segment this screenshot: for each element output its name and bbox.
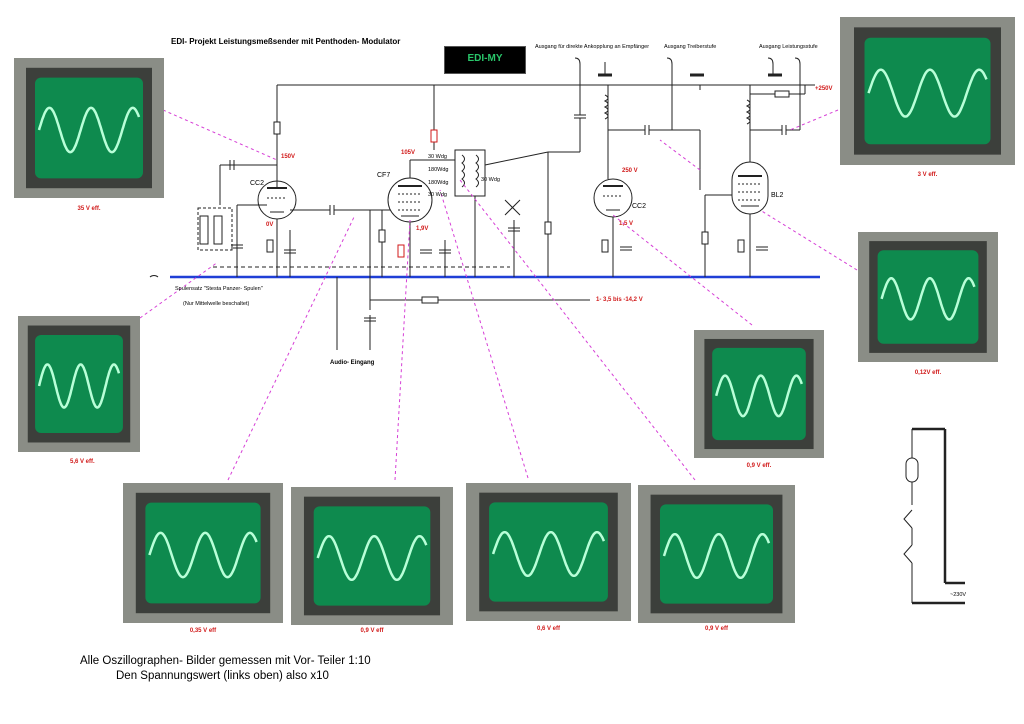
scope-trace bbox=[880, 277, 976, 321]
scope-screen bbox=[659, 504, 774, 604]
scope-trace bbox=[37, 363, 121, 409]
supply-rail bbox=[273, 84, 815, 170]
scope-caption-9: 3 V eff. bbox=[917, 172, 938, 178]
label-winding-1: 30 Wdg bbox=[428, 154, 447, 160]
scope-photo-2 bbox=[18, 316, 140, 452]
label-cf7: CF7 bbox=[377, 172, 391, 179]
scope-photo-7 bbox=[694, 330, 824, 458]
label-bl2: BL2 bbox=[771, 192, 784, 199]
scope-screen bbox=[864, 37, 991, 145]
scope-screen bbox=[489, 502, 608, 602]
scope-screen bbox=[712, 347, 806, 441]
label-winding-5: 30 Wdg bbox=[481, 177, 500, 183]
scope-trace bbox=[867, 68, 988, 118]
edi-my-logo: EDI-MY bbox=[444, 46, 526, 74]
label-cc2-driver: CC2 bbox=[632, 203, 647, 210]
scope-photo-1 bbox=[14, 58, 164, 198]
scope-photo-5 bbox=[466, 483, 631, 621]
scope-trace bbox=[148, 531, 258, 579]
label-1-5v: 1,5 V bbox=[619, 221, 634, 227]
scope-caption-6: 0,9 V eff bbox=[704, 626, 728, 632]
label-105v: 105V bbox=[401, 150, 416, 156]
tube-cc2-driver bbox=[574, 94, 701, 277]
scope-photo-3 bbox=[123, 483, 283, 623]
scope-screen bbox=[35, 77, 143, 179]
scope-trace bbox=[316, 534, 428, 582]
scope-photo-9 bbox=[840, 17, 1015, 165]
scope-screen bbox=[877, 250, 979, 344]
label-bias-voltage: 1- 3,5 bis -14,2 V bbox=[596, 297, 643, 303]
probe-lines bbox=[139, 109, 858, 481]
scope-photo-8 bbox=[858, 232, 998, 362]
mains-section bbox=[903, 427, 965, 605]
label-150v: 150V bbox=[281, 154, 296, 160]
scope-screen bbox=[35, 335, 123, 433]
scope-caption-5: 0,6 V eff bbox=[536, 626, 560, 632]
scope-caption-1: 35 V eff. bbox=[77, 206, 101, 212]
scope-trace bbox=[37, 106, 141, 154]
label-supply-voltage: +250V bbox=[815, 86, 833, 92]
label-cc2-oscillator: CC2 bbox=[250, 180, 265, 187]
label-1-9v: 1,9V bbox=[416, 226, 429, 232]
output-jacks bbox=[574, 57, 801, 130]
label-winding-2: 180Wdg bbox=[428, 167, 449, 173]
label-0v: 0V bbox=[266, 222, 274, 228]
label-audio-input: Audio- Eingang bbox=[330, 360, 375, 366]
scope-screen bbox=[313, 506, 431, 606]
diagram-title: EDI- Projekt Leistungsmeßsender mit Pent… bbox=[171, 37, 401, 46]
tube-cc2-oscillator bbox=[197, 160, 510, 277]
note-line-1: Alle Oszillographen- Bilder gemessen mit… bbox=[80, 655, 371, 667]
scope-caption-3: 0,35 V eff bbox=[189, 628, 217, 634]
label-ausgang-leistung: Ausgang Leistungsstufe bbox=[759, 44, 818, 50]
scope-trace bbox=[491, 530, 606, 578]
scope-caption-8: 0,12V eff. bbox=[914, 370, 942, 376]
scope-trace bbox=[714, 374, 803, 418]
tube-bl2-power bbox=[701, 99, 800, 277]
scope-screen bbox=[145, 502, 261, 604]
note-line-2: Den Spannungswert (links oben) also x10 bbox=[116, 670, 329, 682]
label-spulensatz: Spulensatz "Stesta Panzer- Spulen" bbox=[175, 286, 263, 292]
bias-network bbox=[149, 275, 590, 350]
label-winding-3: 180Wdg bbox=[428, 180, 449, 186]
scope-caption-4: 0,9 V eff bbox=[360, 628, 384, 634]
scope-photo-6 bbox=[638, 485, 795, 623]
scope-trace bbox=[662, 532, 771, 580]
label-ausgang-direkt: Ausgang für direkte Ankopplung an Empfän… bbox=[535, 44, 650, 50]
logo-text: EDI-MY bbox=[467, 53, 503, 64]
label-winding-4: 30 Wdg bbox=[428, 192, 447, 198]
label-mains: ~230V bbox=[950, 592, 967, 598]
label-mittelwelle: (Nur Mittelwelle beschaltet) bbox=[183, 301, 250, 307]
label-ausgang-treiber: Ausgang Treiberstufe bbox=[664, 44, 717, 50]
tube-cf7-pentode bbox=[369, 149, 580, 310]
label-250v: 250 V bbox=[622, 168, 638, 174]
scope-photo-4 bbox=[291, 487, 453, 625]
scope-caption-2: 5,6 V eff. bbox=[70, 459, 95, 465]
scope-caption-7: 0,9 V eff. bbox=[746, 463, 772, 469]
